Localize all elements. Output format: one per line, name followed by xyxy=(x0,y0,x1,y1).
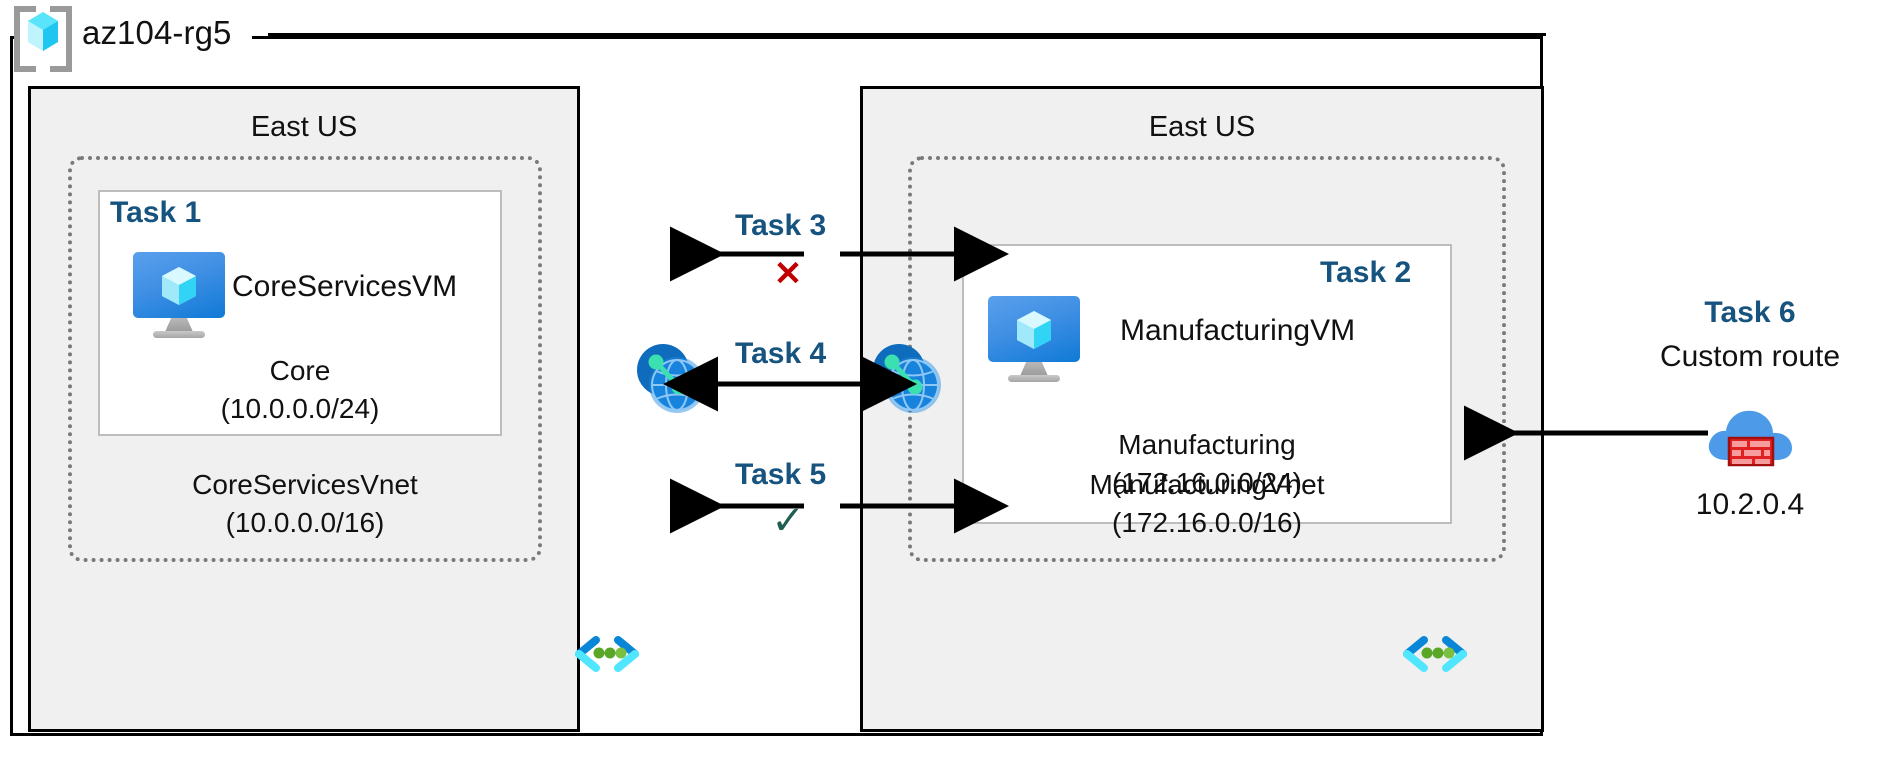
resource-group-top-rule xyxy=(268,33,1546,36)
vnet-box-core xyxy=(68,156,542,562)
vnet-cidr-manufacturing: (172.16.0.0/16) xyxy=(1112,506,1302,538)
cube-glyph xyxy=(1017,311,1051,349)
virtual-machine-icon-manufacturing xyxy=(988,296,1080,382)
connector-task5 xyxy=(670,478,1009,534)
vnet-peering-icon-left xyxy=(637,344,705,413)
azure-resource-group-icon xyxy=(14,6,72,72)
custom-route-ip: 10.2.0.4 xyxy=(1695,488,1805,521)
subnet-cidr-manufacturing: (172.16.0.0/24) xyxy=(1112,466,1302,498)
subnet-icon-manufacturing xyxy=(1403,636,1467,672)
region-label-right: East US xyxy=(1148,111,1256,143)
vnet-label-core: CoreServicesVnet (10.0.0.0/16) xyxy=(68,466,542,542)
subnet-label-manufacturing: Manufacturing (172.16.0.0/24) xyxy=(962,426,1452,502)
custom-route-task-label: Task 6 xyxy=(1704,296,1796,329)
connector-custom-route xyxy=(1464,405,1708,461)
vnet-label-manufacturing: ManufacturingVnet (172.16.0.0/16) xyxy=(908,466,1506,542)
vm-name-manufacturing: ManufacturingVM xyxy=(1120,314,1356,347)
vm-name-core: CoreServicesVM xyxy=(232,270,458,303)
subnet-box-manufacturing xyxy=(962,244,1452,524)
subnet-name-manufacturing: Manufacturing xyxy=(1118,429,1296,460)
resource-group-header: az104-rg5 xyxy=(14,2,252,72)
vnet-cidr-core: (10.0.0.0/16) xyxy=(225,506,385,538)
connection-label-task4: Task 4 xyxy=(735,337,827,370)
resource-group-name: az104-rg5 xyxy=(82,14,242,52)
firewall-icon xyxy=(1708,410,1792,467)
custom-route-label: Custom route xyxy=(1659,340,1841,373)
connection-label-task5: Task 5 xyxy=(735,458,827,491)
connector-task3 xyxy=(670,226,1009,282)
region-label-left: East US xyxy=(250,111,358,143)
subnet-name-core: Core xyxy=(269,355,331,386)
task-label-2: Task 2 xyxy=(1320,256,1412,289)
status-marker-task5: ✓ xyxy=(771,499,805,543)
subnet-cidr-core: (10.0.0.0/24) xyxy=(220,392,380,424)
subnet-icon-core xyxy=(575,636,639,672)
subnet-label-core: Core (10.0.0.0/24) xyxy=(98,352,502,428)
task-label-1: Task 1 xyxy=(110,196,202,229)
cube-glyph xyxy=(162,267,196,305)
vnet-name-manufacturing: ManufacturingVnet xyxy=(1089,469,1325,500)
vnet-name-core: CoreServicesVnet xyxy=(192,469,418,500)
virtual-machine-icon-core xyxy=(133,252,225,338)
connector-task4 xyxy=(663,356,917,412)
connection-label-task3: Task 3 xyxy=(735,209,827,242)
cube-glyph xyxy=(28,12,58,51)
status-marker-task3: ✕ xyxy=(773,255,803,293)
